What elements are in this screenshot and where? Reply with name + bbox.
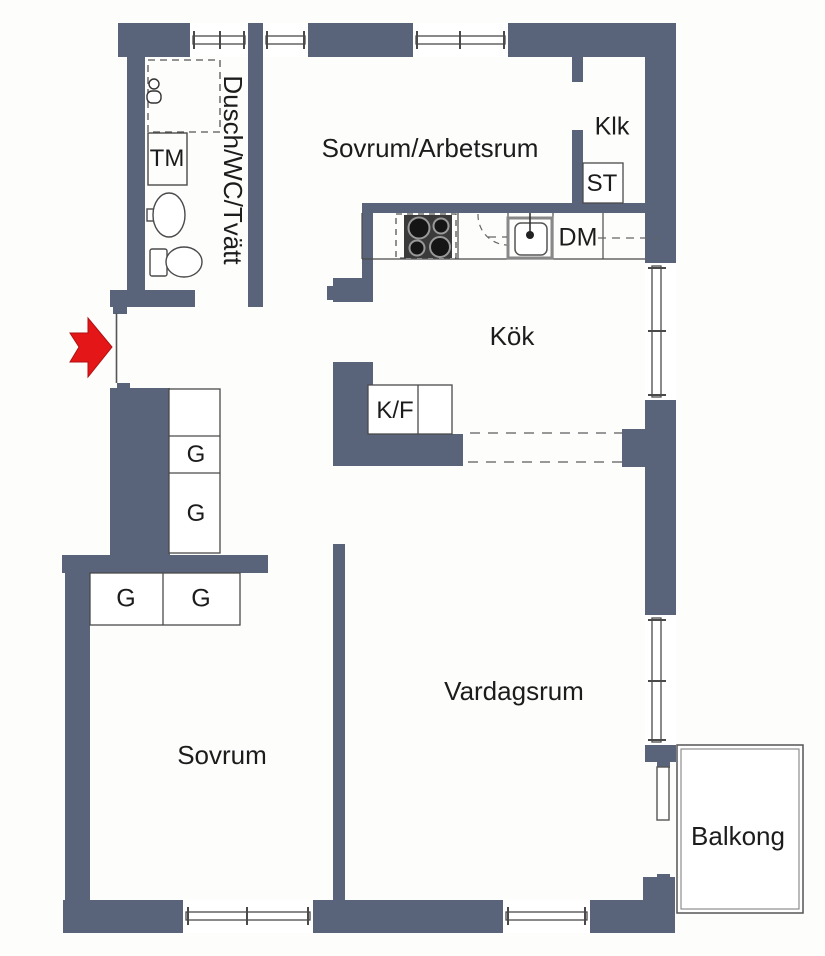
- wall-segment: [645, 745, 676, 762]
- wall-segment: [657, 874, 670, 880]
- fridge-freezer-box: [367, 384, 453, 435]
- bedroom-wardrobe-box: [89, 572, 241, 626]
- entry-arrow-icon: [69, 316, 113, 379]
- window: [263, 23, 308, 57]
- room-opening-dashes: [468, 432, 622, 463]
- kitchen-sink-icon: [506, 213, 554, 260]
- balcony-outline: [676, 744, 804, 914]
- wardrobe-label: G: [191, 584, 211, 613]
- wall-segment: [118, 23, 190, 57]
- sink-icon: [146, 192, 186, 238]
- wall-segment: [333, 362, 373, 434]
- window: [190, 23, 248, 57]
- fixture-label-fridge-freezer: K/F: [376, 397, 414, 424]
- wall-segment: [65, 573, 90, 903]
- wall-segment: [127, 57, 145, 290]
- shower-icon: [146, 78, 162, 104]
- room-label-living-room: Vardagsrum: [444, 676, 584, 706]
- wall-segment: [590, 900, 675, 933]
- wall-segment: [645, 57, 676, 263]
- wall-segment: [248, 57, 263, 307]
- room-label-bathroom: Dusch/WC/Tvätt: [218, 75, 248, 265]
- window: [645, 615, 676, 745]
- wall-segment: [110, 388, 170, 573]
- wall-segment: [308, 23, 413, 57]
- window: [645, 263, 676, 400]
- fixture-label-dishwasher: DM: [558, 223, 598, 252]
- window: [183, 900, 313, 933]
- wall-segment: [327, 286, 334, 300]
- fixture-label-shelf: ST: [586, 170, 618, 197]
- toilet-icon: [149, 246, 203, 278]
- wardrobe-boxes: [89, 162, 624, 626]
- wardrobe-label: G: [186, 500, 206, 527]
- wall-segment: [248, 23, 263, 57]
- bathroom-fixtures: [146, 59, 221, 278]
- wall-segment: [645, 400, 676, 615]
- room-label-walk-in-closet: Klk: [594, 112, 630, 141]
- wall-segment: [572, 57, 583, 82]
- room-label-bedroom: Sovrum: [177, 740, 267, 770]
- washing-machine-box: [147, 132, 188, 186]
- shelf-box: [582, 162, 624, 204]
- room-label-bedroom-office: Sovrum/Arbetsrum: [321, 133, 539, 163]
- cabinet-arc: [477, 213, 509, 246]
- window: [503, 900, 590, 933]
- wall-segment: [643, 877, 675, 903]
- room-label-balcony: Balkong: [691, 821, 785, 851]
- room-label-kitchen: Kök: [489, 321, 535, 351]
- wardrobe-label: G: [116, 584, 136, 613]
- wall-segment: [313, 900, 503, 933]
- wall-segment: [362, 203, 645, 213]
- windows: [183, 23, 676, 933]
- balcony-door: [656, 766, 670, 821]
- stove-icon: [395, 213, 457, 259]
- wall-segment: [113, 307, 127, 314]
- wall-segment: [508, 23, 676, 57]
- wall-segment: [333, 544, 345, 900]
- window: [413, 23, 508, 57]
- wall-segment: [117, 383, 130, 389]
- fixture-label-washing-machine: TM: [149, 145, 185, 172]
- wall-segment: [62, 555, 268, 573]
- wall-segment: [362, 203, 373, 278]
- wall-segment: [622, 429, 645, 467]
- wall-segment: [110, 290, 195, 307]
- counter-dashes: [488, 236, 658, 239]
- wall-segment: [572, 130, 583, 203]
- wall-segment: [333, 434, 463, 466]
- wall-segment: [333, 278, 373, 302]
- wall-segment: [63, 900, 183, 933]
- wall-segment: [657, 762, 670, 768]
- hall-wardrobe-box: [168, 388, 221, 554]
- walls: [62, 23, 676, 933]
- wardrobe-label: G: [186, 441, 206, 468]
